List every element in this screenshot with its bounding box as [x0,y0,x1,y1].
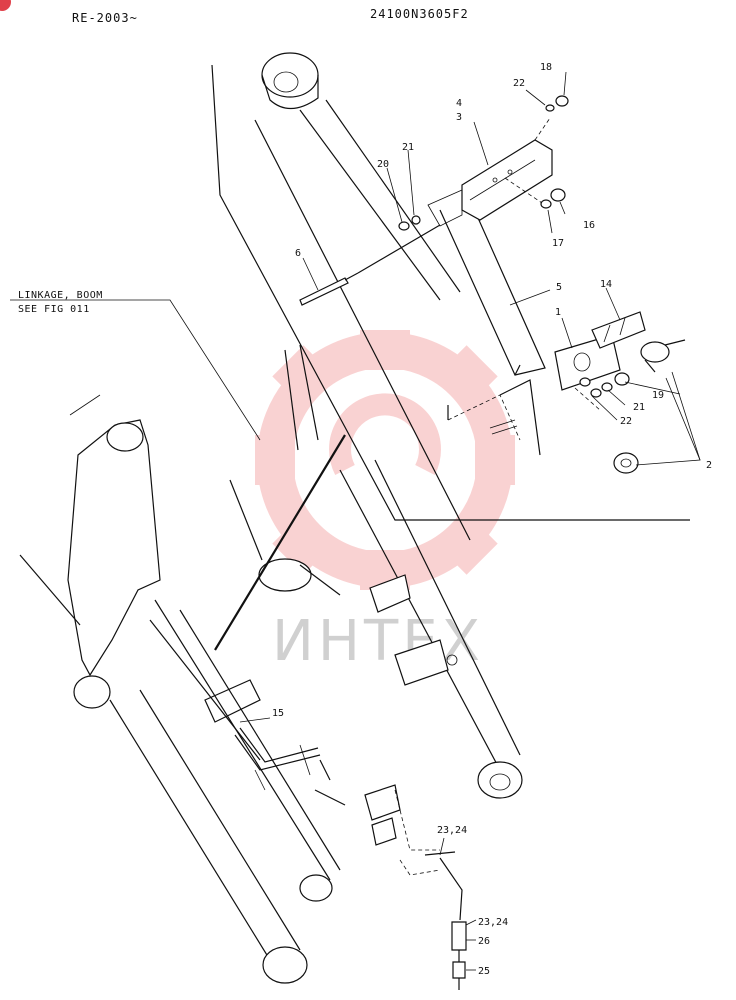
callout-2: 2 [706,460,712,471]
callout-25: 25 [478,966,490,977]
boom-cylinder-upper [211,52,690,541]
callout-3: 3 [456,112,462,123]
grommet-2 [613,339,686,474]
callout-23-24-upper: 23,24 [437,825,467,836]
note-linkage-boom: LINKAGE, BOOM [18,290,103,301]
callout-16: 16 [583,220,595,231]
callout-19: 19 [652,390,664,401]
hardware-18-22 [398,95,569,231]
callout-21-mid: 21 [633,402,645,413]
callout-23-24-lower: 23,24 [478,917,508,928]
note-see-fig: SEE FIG 011 [18,304,90,315]
callout-21-top: 21 [402,142,414,153]
callout-17: 17 [552,238,564,249]
boom-arm-left [19,394,341,984]
callout-6: 6 [295,248,301,259]
cylinder-tube-5 [447,364,541,456]
corner-marker-icon [0,0,11,11]
bracket-assembly [427,117,553,227]
fitting-assembly-23-26 [364,784,467,990]
callout-4: 4 [456,98,462,109]
part-number: 24100N3605F2 [370,7,469,21]
callout-20: 20 [377,159,389,170]
callout-14: 14 [600,279,612,290]
callout-26: 26 [478,936,490,947]
boom-cylinder-center [214,344,523,799]
callout-15: 15 [272,708,284,719]
serial-range: RE-2003~ [72,11,138,25]
callout-22-top: 22 [513,78,525,89]
callout-5: 5 [556,282,562,293]
callout-18: 18 [540,62,552,73]
leader-lines [10,71,701,971]
callout-22-mid: 22 [620,416,632,427]
rod-pin-6 [299,224,441,306]
callout-1: 1 [555,307,561,318]
watermark-text: ИНТЕХ [272,609,484,674]
hydraulic-lines-15 [204,679,346,806]
plate-1-14 [554,311,646,411]
watermark-gear-icon [255,330,515,590]
